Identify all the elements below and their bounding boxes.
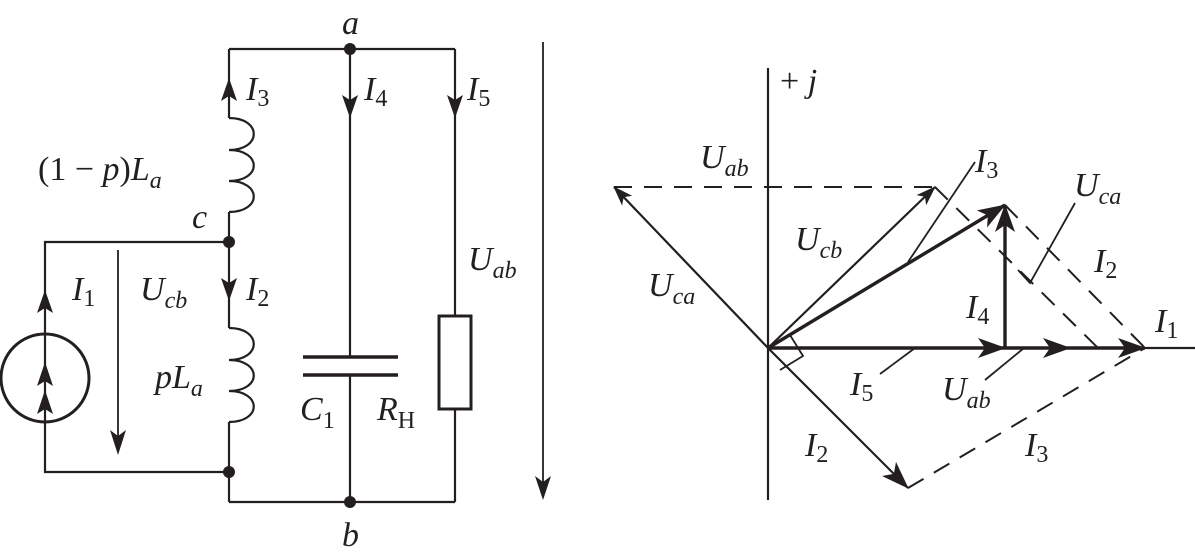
current-source (0, 332, 91, 424)
dashed-Uca-parallel (934, 186, 1099, 349)
voltage-arrow-Ucb-head (110, 430, 126, 455)
wire-source-loop (43, 240, 229, 474)
phasor-label-I4: I4 (965, 289, 989, 330)
label-resistor: RH (376, 391, 415, 434)
dashed-I3-parallel (907, 347, 1146, 489)
inductor-lower (228, 326, 255, 424)
current-source-arrow-2 (37, 390, 53, 414)
label-I2: I2 (245, 271, 269, 312)
phasor-Uca (613, 186, 769, 349)
leader-Uab (984, 347, 1025, 381)
label-node-b: b (342, 517, 359, 554)
phasor-label-I3-top: I3 (974, 143, 998, 184)
label-Uab: Uab (468, 241, 517, 284)
phasor-I3 (767, 203, 1006, 350)
phasor-Ucb (767, 186, 936, 349)
phasor-label-Ucb: Ucb (795, 221, 842, 264)
voltage-arrow-Uab-head (535, 476, 551, 500)
label-inductor-lower: pLa (153, 359, 203, 402)
arrow-I2 (221, 278, 237, 301)
phasor-label-I3-bottom: I3 (1024, 427, 1048, 468)
circuit-schematic: a b c I3 I4 I5 I1 I2 Ucb Uab (1 − p)La p… (0, 5, 551, 554)
phasor-label-I2-right: I2 (1093, 243, 1117, 284)
arrow-I3 (221, 78, 237, 101)
resistor (437, 314, 473, 411)
phasor-label-I2-bottom: I2 (804, 427, 828, 468)
leader-Uca (1017, 202, 1076, 285)
phasor-I2 (767, 347, 909, 489)
label-node-a: a (342, 5, 359, 42)
leader-I3 (907, 161, 976, 263)
label-I5: I5 (466, 71, 490, 112)
arrow-I4 (342, 95, 358, 118)
phasor-label-Uca-left: Uca (648, 267, 695, 310)
phasor-label-Uab-top: Uab (700, 139, 749, 182)
current-source-arrow-1 (37, 362, 53, 386)
phasor-label-I1: I1 (1154, 303, 1178, 344)
phasor-label-Uab-bottom: Uab (942, 371, 991, 414)
arrow-I1 (37, 290, 53, 313)
leader-I5 (879, 347, 916, 375)
inductor-upper (228, 116, 255, 214)
label-I4: I4 (363, 71, 387, 112)
label-node-c: c (192, 199, 207, 236)
phasor-diagram: + j Uab Uca Ucb I3 Uca I2 I4 I1 I5 Uab I… (613, 63, 1195, 500)
label-I3: I3 (245, 71, 269, 112)
label-I1: I1 (71, 271, 95, 312)
label-inductor-upper: (1 − p)La (38, 151, 162, 194)
arrow-I5 (447, 95, 463, 118)
right-angle-marker (779, 334, 805, 371)
node-b (344, 496, 356, 508)
label-Ucb: Ucb (140, 271, 187, 314)
axis-label-plus-j: + j (780, 63, 817, 100)
phasor-label-I5: I5 (849, 366, 873, 407)
label-capacitor: C1 (300, 391, 335, 434)
dashed-I2-parallel (1004, 204, 1146, 349)
phasor-label-Uca-right: Uca (1074, 167, 1121, 210)
